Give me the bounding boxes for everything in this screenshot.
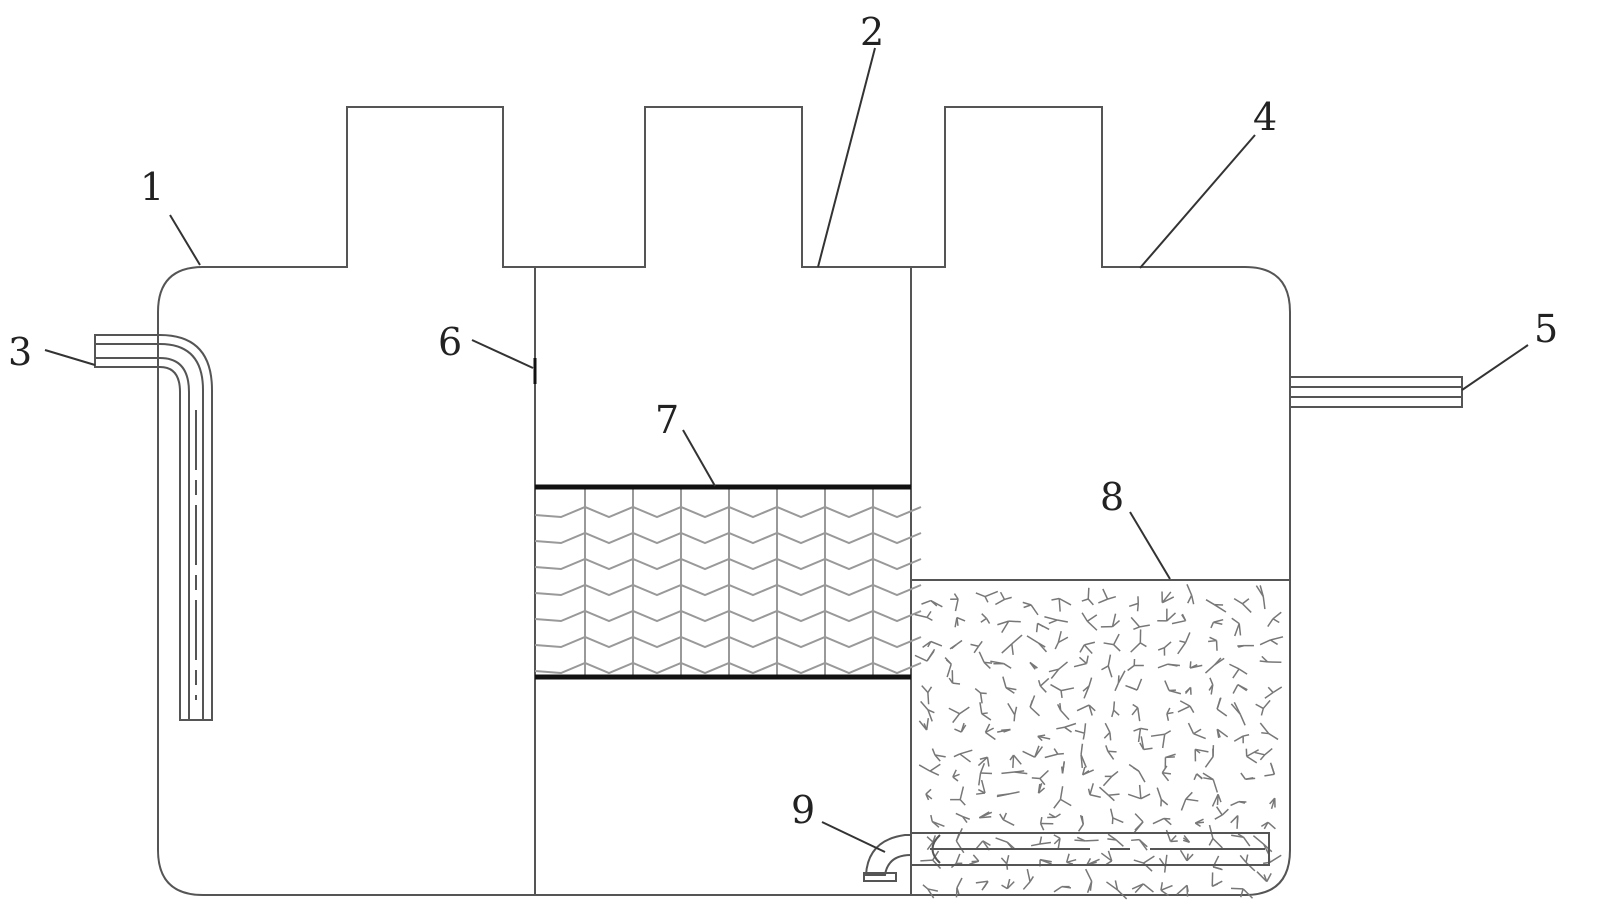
- label-filler-layer: 7: [655, 398, 679, 442]
- outlet-pipe: [1290, 377, 1462, 407]
- label-outlet-pipe: 5: [1534, 307, 1558, 351]
- label-media-layer: 8: [1100, 475, 1124, 519]
- media-layer: [915, 584, 1283, 899]
- label-partition-hole: 6: [438, 320, 462, 364]
- label-bottom-pipe: 9: [791, 788, 815, 832]
- leader-lines: [45, 48, 1528, 852]
- bottom-pipe: [864, 833, 1269, 881]
- filler-layer: [535, 489, 921, 675]
- label-tank-top: 4: [1253, 95, 1277, 139]
- label-inlet-pipe: 3: [8, 330, 32, 374]
- inlet-pipe: [95, 335, 212, 720]
- label-partition-top: 2: [860, 10, 884, 54]
- label-tank: 1: [140, 165, 164, 209]
